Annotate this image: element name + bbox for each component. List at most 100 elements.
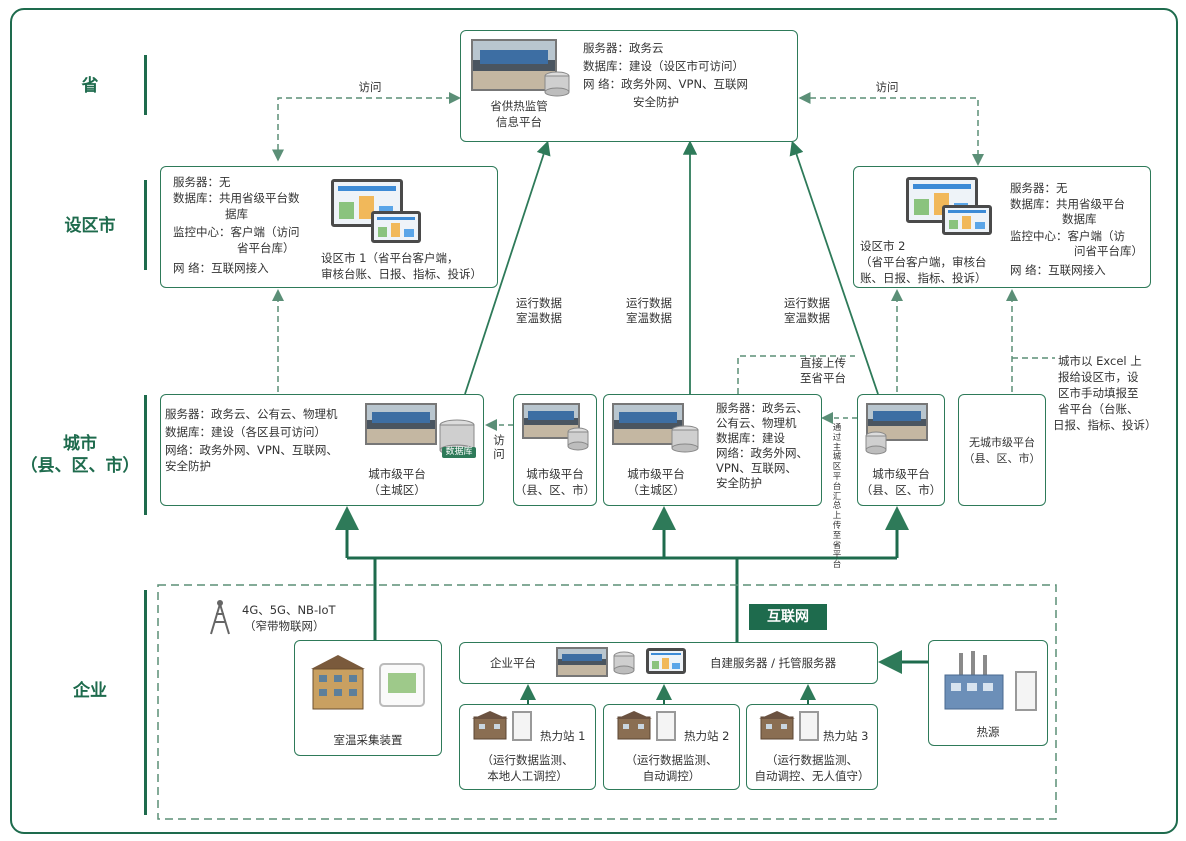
station-building-icon (472, 711, 508, 740)
via-char: 主 (832, 442, 842, 453)
excel-note-line1: 城市以 Excel 上 (1058, 354, 1142, 368)
heat-source-label: 热源 (976, 725, 1000, 739)
enterprise-platform-box: 企业平台 自建服务器 / 托管服务器 (459, 642, 878, 684)
via-char: 省 (832, 540, 842, 551)
via-char: 城 (832, 452, 842, 463)
data-label-right-line2: 室温数据 (784, 311, 830, 325)
province-network-line1: 网 络：政务外网、VPN、互联网 (583, 77, 749, 91)
station-cabinet-icon (656, 711, 676, 741)
wireless-line2: （窄带物联网） (244, 619, 325, 633)
tier-label-city-line2: （县、区、市） (20, 456, 140, 476)
district2-monitor-line1: 监控中心：客户端（访 (1010, 229, 1125, 243)
data-label-left: 运行数据 室温数据 (504, 296, 574, 326)
district2-db-line1: 数据库：共用省级平台 (1010, 197, 1125, 211)
excel-note-line4: 省平台（台账、 (1058, 402, 1139, 416)
direct-upload-line2: 至省平台 (800, 371, 846, 385)
tier-label-city: 城市 （县、区、市） (20, 433, 140, 477)
enterprise-monitor-icon (646, 648, 686, 674)
province-database: 数据库：建设（设区市可访问） (583, 59, 744, 73)
room-temp-device-label: 室温采集装置 (333, 733, 403, 747)
heat-station-1-box: 热力站 1 （运行数据监测、 本地人工调控） (459, 704, 596, 790)
enterprise-database-icon (613, 651, 635, 675)
city2-network-line3: 安全防护 (716, 476, 762, 490)
excel-note: 城市以 Excel 上 报给设区市，设 区市手动填报至 省平台（台账、 日报、指… (1053, 353, 1180, 433)
city2-name-line1: 城市级平台 (627, 467, 685, 481)
city2-database: 数据库：建设 (716, 431, 785, 445)
district1-label-line2: 审核台账、日报、指标、投诉） (321, 267, 482, 281)
province-name-line2: 信息平台 (496, 115, 542, 129)
district2-label-line1: 设区市 2 (860, 239, 906, 253)
via-char: 上 (832, 511, 842, 522)
diagram-frame (10, 8, 1178, 834)
excel-note-line5: 日报、指标、投诉） (1053, 418, 1157, 432)
city1-network-line2: 安全防护 (165, 459, 211, 473)
county2-name-line2: （县、区、市） (860, 483, 942, 497)
city2-server-line1: 服务器：政务云、 (716, 401, 808, 415)
district2-label-line2: （省平台客户端，审核台 (860, 255, 987, 269)
access-label-left: 访问 (358, 80, 382, 94)
district2-monitor-line2: 问省平台库） (1074, 244, 1143, 258)
via-main-city-text: 通 过 主 城 区 平 台 汇 总 上 传 至 省 平 台 (826, 423, 848, 571)
via-char: 过 (832, 432, 842, 443)
city1-server: 服务器：政务云、公有云、物理机 (165, 407, 338, 421)
station-building-icon (616, 711, 652, 740)
data-label-left-line1: 运行数据 (516, 296, 562, 310)
data-label-left-line2: 室温数据 (516, 311, 562, 325)
no-city-platform-box: 无城市级平台 （县、区、市） (958, 394, 1046, 506)
province-platform-box: 省供热监管 信息平台 服务器：政务云 数据库：建设（设区市可访问） 网 络：政务… (460, 30, 798, 142)
excel-note-line3: 区市手动填报至 (1058, 386, 1139, 400)
wireless-line1: 4G、5G、NB-IoT (242, 603, 336, 617)
data-label-center-line2: 室温数据 (626, 311, 672, 325)
district2-label-line3: 账、日报、指标、投诉） (860, 271, 987, 285)
via-char: 平 (832, 471, 842, 482)
via-char: 平 (832, 550, 842, 561)
station1-desc-line2: 本地人工调控） (487, 769, 568, 783)
district1-db-line1: 数据库：共用省级平台数 (173, 191, 300, 205)
station1-desc-line1: （运行数据监测、 (481, 753, 574, 767)
no-city-line1: 无城市级平台 (969, 436, 1035, 449)
district1-label-line1: 设区市 1（省平台客户端， (321, 251, 459, 265)
city2-server-line2: 公有云、物理机 (716, 416, 797, 430)
room-temp-device-box: 室温采集装置 (294, 640, 442, 756)
city2-network-line2: VPN、互联网、 (716, 461, 797, 475)
heat-station-3-box: 热力站 3 （运行数据监测、 自动调控、无人值守） (746, 704, 878, 790)
county1-database-icon (567, 427, 589, 451)
data-label-right-line1: 运行数据 (784, 296, 830, 310)
district1-monitor-line1: 监控中心：客户端（访问 (173, 225, 300, 239)
via-char: 通 (832, 423, 842, 433)
tier-label-district-city: 设区市 (64, 216, 116, 236)
control-room-image (471, 39, 557, 91)
station2-name: 热力站 2 (684, 729, 730, 743)
county2-name-line1: 城市级平台 (872, 467, 930, 481)
via-char: 台 (832, 560, 842, 571)
city2-network-line1: 网络：政务外网、 (716, 446, 808, 460)
factory-icon (944, 651, 1004, 710)
city-county-1-box: 城市级平台 （县、区、市） (513, 394, 597, 506)
station3-desc-line2: 自动调控、无人值守） (754, 769, 870, 783)
cell-tower-icon (210, 600, 230, 635)
county2-database-icon (865, 431, 887, 455)
tier-divider-province (144, 55, 147, 115)
tier-label-city-line1: 城市 (63, 434, 97, 454)
tier-divider-city (144, 395, 147, 515)
district2-network: 网 络：互联网接入 (1010, 263, 1106, 277)
district1-network: 网 络：互联网接入 (173, 261, 269, 275)
station-building-icon (759, 711, 795, 740)
no-city-line2: （县、区、市） (963, 452, 1041, 465)
district1-laptop-icon (371, 211, 421, 243)
via-char: 汇 (832, 491, 842, 502)
province-server: 服务器：政务云 (583, 41, 664, 55)
station-cabinet-icon (799, 711, 819, 741)
station3-desc-line1: （运行数据监测、 (766, 753, 858, 767)
via-char: 总 (832, 501, 842, 512)
city1-database: 数据库：建设（各区县可访问） (165, 425, 326, 439)
city1-control-room-image (365, 403, 437, 445)
district2-db-line2: 数据库 (1062, 212, 1097, 226)
district1-server: 服务器：无 (173, 175, 231, 189)
heat-source-cabinet-icon (1015, 671, 1037, 711)
city2-database-icon (671, 425, 699, 453)
city-county-2-box: 城市级平台 （县、区、市） (857, 394, 945, 506)
building-icon (311, 655, 365, 710)
province-name-line1: 省供热监管 (490, 99, 548, 113)
district1-monitor-line2: 省平台库） (237, 241, 295, 255)
